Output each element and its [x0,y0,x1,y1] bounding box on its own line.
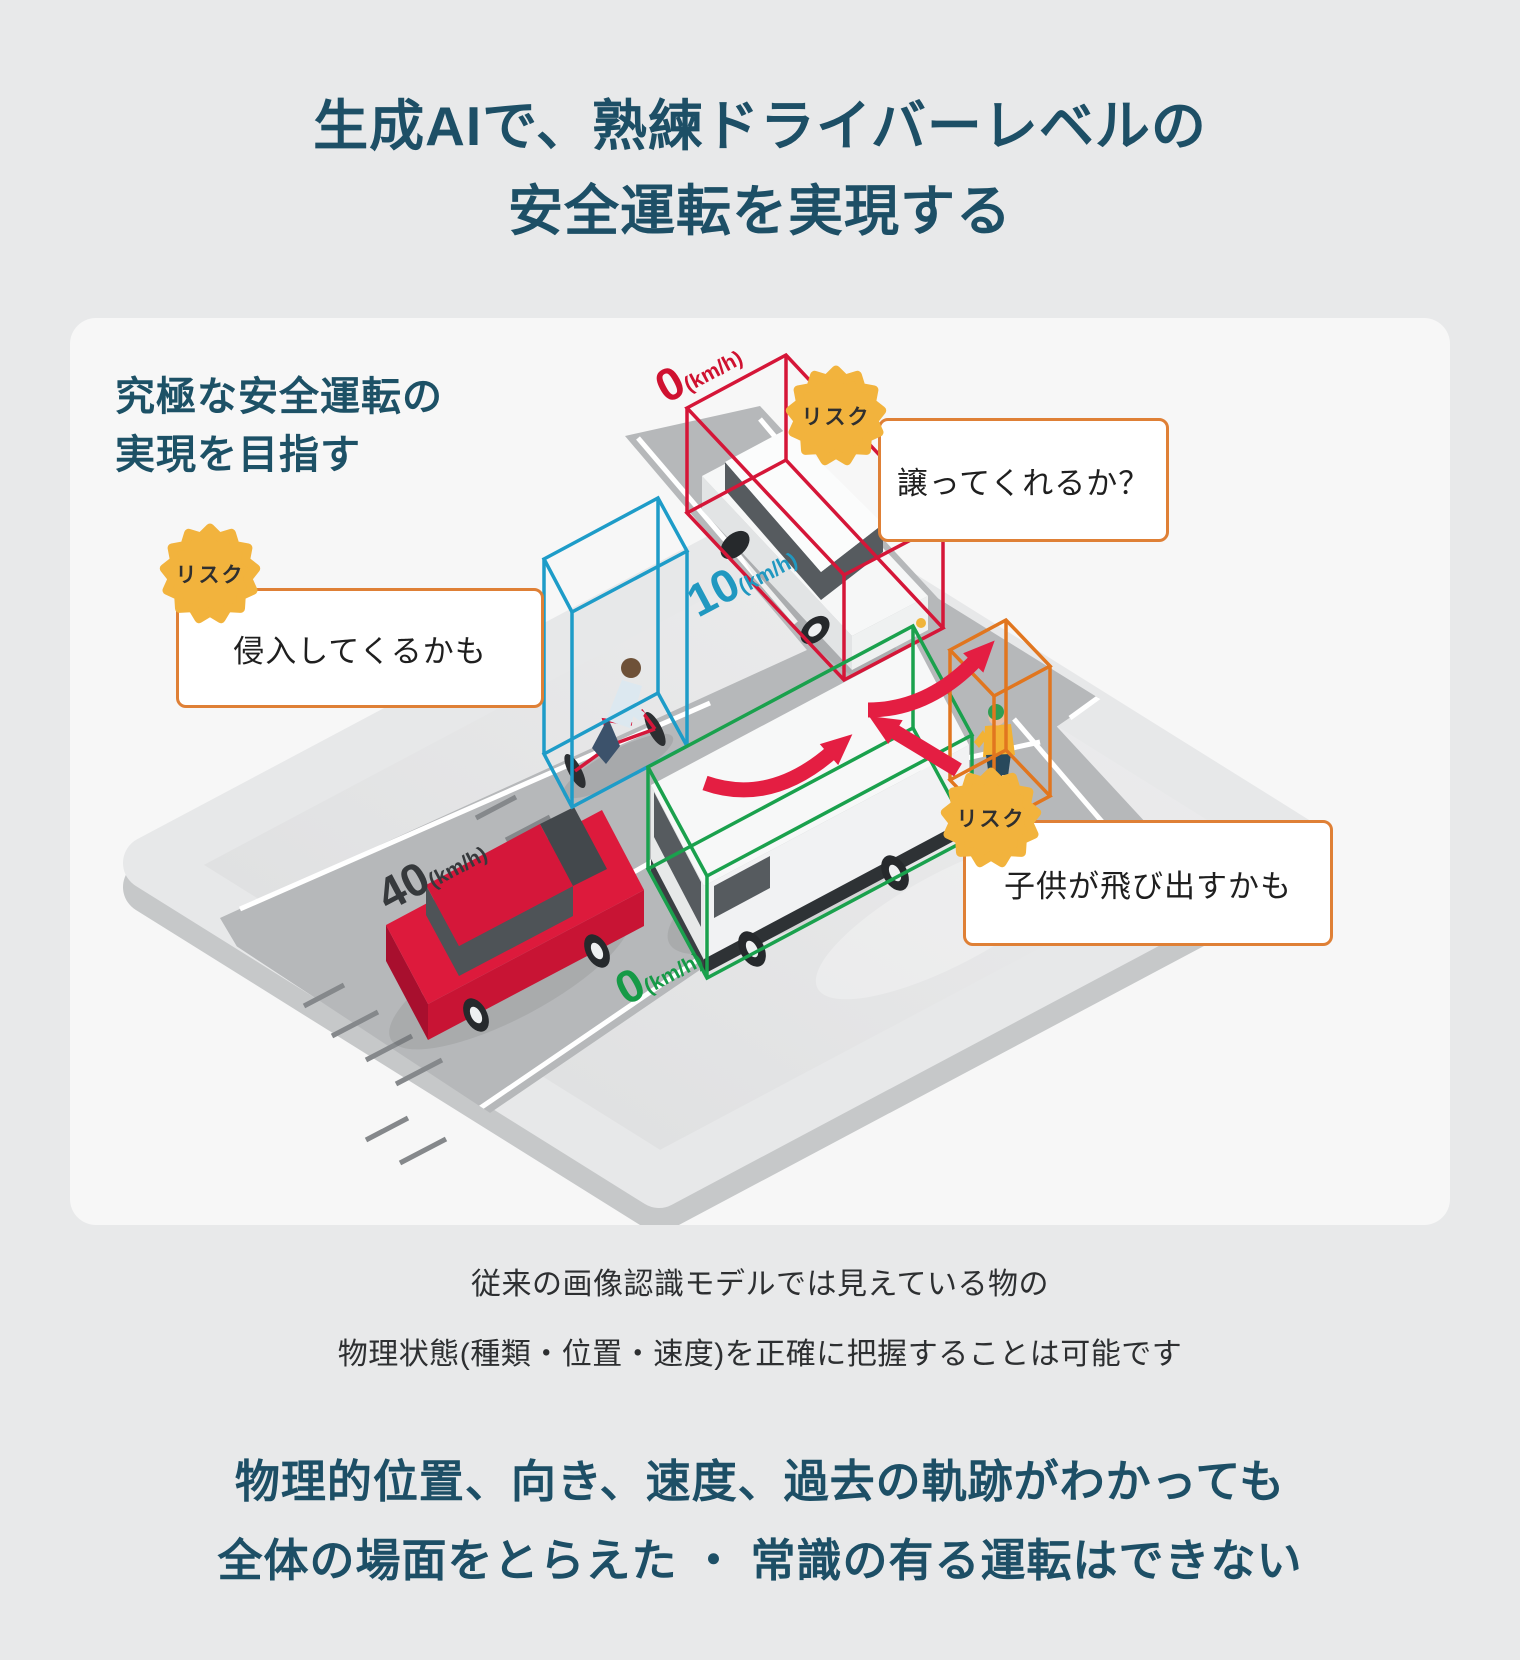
card-heading-line2: 実現を目指す [115,433,361,477]
driving-scene-illustration: 40(km/h) 10(km/h) 0(km/h) 0(km/h) [123,325,1332,1225]
red-car-side-windows [459,886,573,976]
white-car-side-windows [725,462,821,600]
callout-intrude-text: 侵入してくるかも [233,633,487,669]
callout-child-text: 子供が飛び出すかも [1004,868,1292,904]
scene-card: 40(km/h) 10(km/h) 0(km/h) 0(km/h) 究極な安全運… [70,318,1450,1225]
page-title: 生成AIで、熟練ドライバーレベルの 安全運転を実現する [0,84,1520,255]
bounding-box-child [947,617,1053,829]
white-car-roof [725,429,883,572]
van-side-window [714,856,770,918]
white-car-headlight [916,618,926,628]
red-car-rear-window [426,885,459,976]
trajectory-arrows [702,640,995,798]
white-car [702,429,928,670]
page-title-line1: 生成AIで、熟練ドライバーレベルの [313,95,1207,157]
conclusion-line1: 物理的位置、向き、速度、過去の軌跡がわかっても [234,1456,1286,1507]
red-car-roof [426,824,573,946]
callout-child: 子供が飛び出すかも [963,820,1333,946]
ego-red-car [386,807,644,1040]
callout-yield: 譲ってくれるか？ [878,418,1169,542]
conclusion-heading: 物理的位置、向き、速度、過去の軌跡がわかっても 全体の場面をとらえた ・ 常識の… [0,1443,1520,1601]
cyclist-pants [592,718,620,764]
page-title-line2: 安全運転を実現する [507,180,1012,243]
risk-badge-intrude: リスク [155,519,265,629]
body-text: 従来の画像認識モデルでは見えている物の 物理状態(種類・位置・速度)を正確に把握… [0,1250,1520,1390]
speed-label-white-car: 0(km/h) [646,325,749,413]
risk-badge-label: リスク [956,808,1026,831]
child-cap [988,704,1004,720]
conclusion-line2: 全体の場面をとらえた ・ 常識の有る運転はできない [217,1534,1303,1586]
cyclist-head [621,658,641,678]
card-heading-line1: 究極な安全運転の [115,375,443,419]
white-car-windshield [821,524,883,600]
body-text-line1: 従来の画像認識モデルでは見えている物の [471,1268,1049,1301]
risk-badge-seal-icon [785,365,887,466]
arrow-child-crossing [868,716,962,777]
body-text-line2: 物理状態(種類・位置・速度)を正確に把握することは可能です [337,1337,1183,1371]
risk-badge-seal-icon [159,523,261,624]
bounding-box-white-car [684,352,946,683]
risk-badge-label: リスク [801,406,871,429]
risk-badge-seal-icon [940,767,1042,868]
arrow-through-junction [867,640,995,718]
arrow-cyclist-path [702,734,853,798]
van-windshield [654,792,701,927]
risk-badge-label: リスク [175,564,245,587]
risk-badge-yield: リスク [781,361,891,471]
risk-badge-child: リスク [936,763,1046,873]
red-car-windshield [540,807,607,886]
card-heading: 究極な安全運転の 実現を目指す [115,368,443,484]
callout-yield-text: 譲ってくれるか？ [896,465,1151,501]
